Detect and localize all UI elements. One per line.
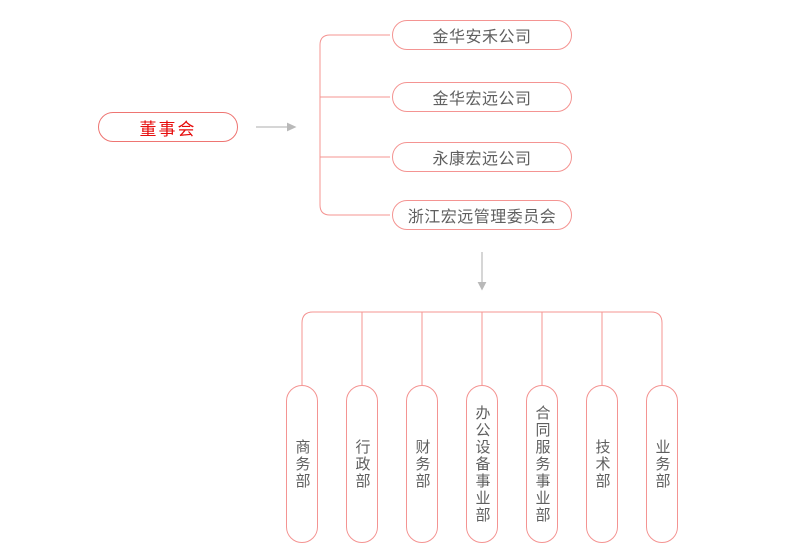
node-company-label: 浙江宏远管理委员会 bbox=[407, 209, 557, 226]
down-arrow-icon bbox=[477, 252, 487, 291]
node-department: 商务部 bbox=[286, 385, 318, 543]
node-department-label: 财务部 bbox=[413, 438, 431, 490]
node-department-label: 行政部 bbox=[353, 438, 371, 490]
node-department-label: 合同服务事业部 bbox=[533, 404, 551, 524]
departments-comb-line bbox=[301, 311, 663, 385]
node-department-label: 技术部 bbox=[593, 438, 611, 490]
node-company: 金华宏远公司 bbox=[392, 82, 572, 112]
node-department-label: 商务部 bbox=[293, 438, 311, 490]
node-board-of-directors: 董事会 bbox=[98, 112, 238, 142]
node-company: 金华安禾公司 bbox=[392, 20, 572, 50]
node-department: 办公设备事业部 bbox=[466, 385, 498, 543]
right-arrow-icon bbox=[256, 122, 297, 132]
node-board-label: 董事会 bbox=[139, 119, 197, 139]
node-company: 永康宏远公司 bbox=[392, 142, 572, 172]
node-department-label: 业务部 bbox=[653, 438, 671, 490]
node-company: 浙江宏远管理委员会 bbox=[392, 200, 572, 230]
node-company-label: 金华安禾公司 bbox=[432, 29, 532, 46]
node-department: 行政部 bbox=[346, 385, 378, 543]
node-company-label: 永康宏远公司 bbox=[432, 151, 532, 168]
node-department: 合同服务事业部 bbox=[526, 385, 558, 543]
companies-bracket-line bbox=[319, 34, 390, 216]
node-department: 业务部 bbox=[646, 385, 678, 543]
node-department: 技术部 bbox=[586, 385, 618, 543]
node-department: 财务部 bbox=[406, 385, 438, 543]
node-company-label: 金华宏远公司 bbox=[432, 91, 532, 108]
node-department-label: 办公设备事业部 bbox=[473, 404, 491, 524]
